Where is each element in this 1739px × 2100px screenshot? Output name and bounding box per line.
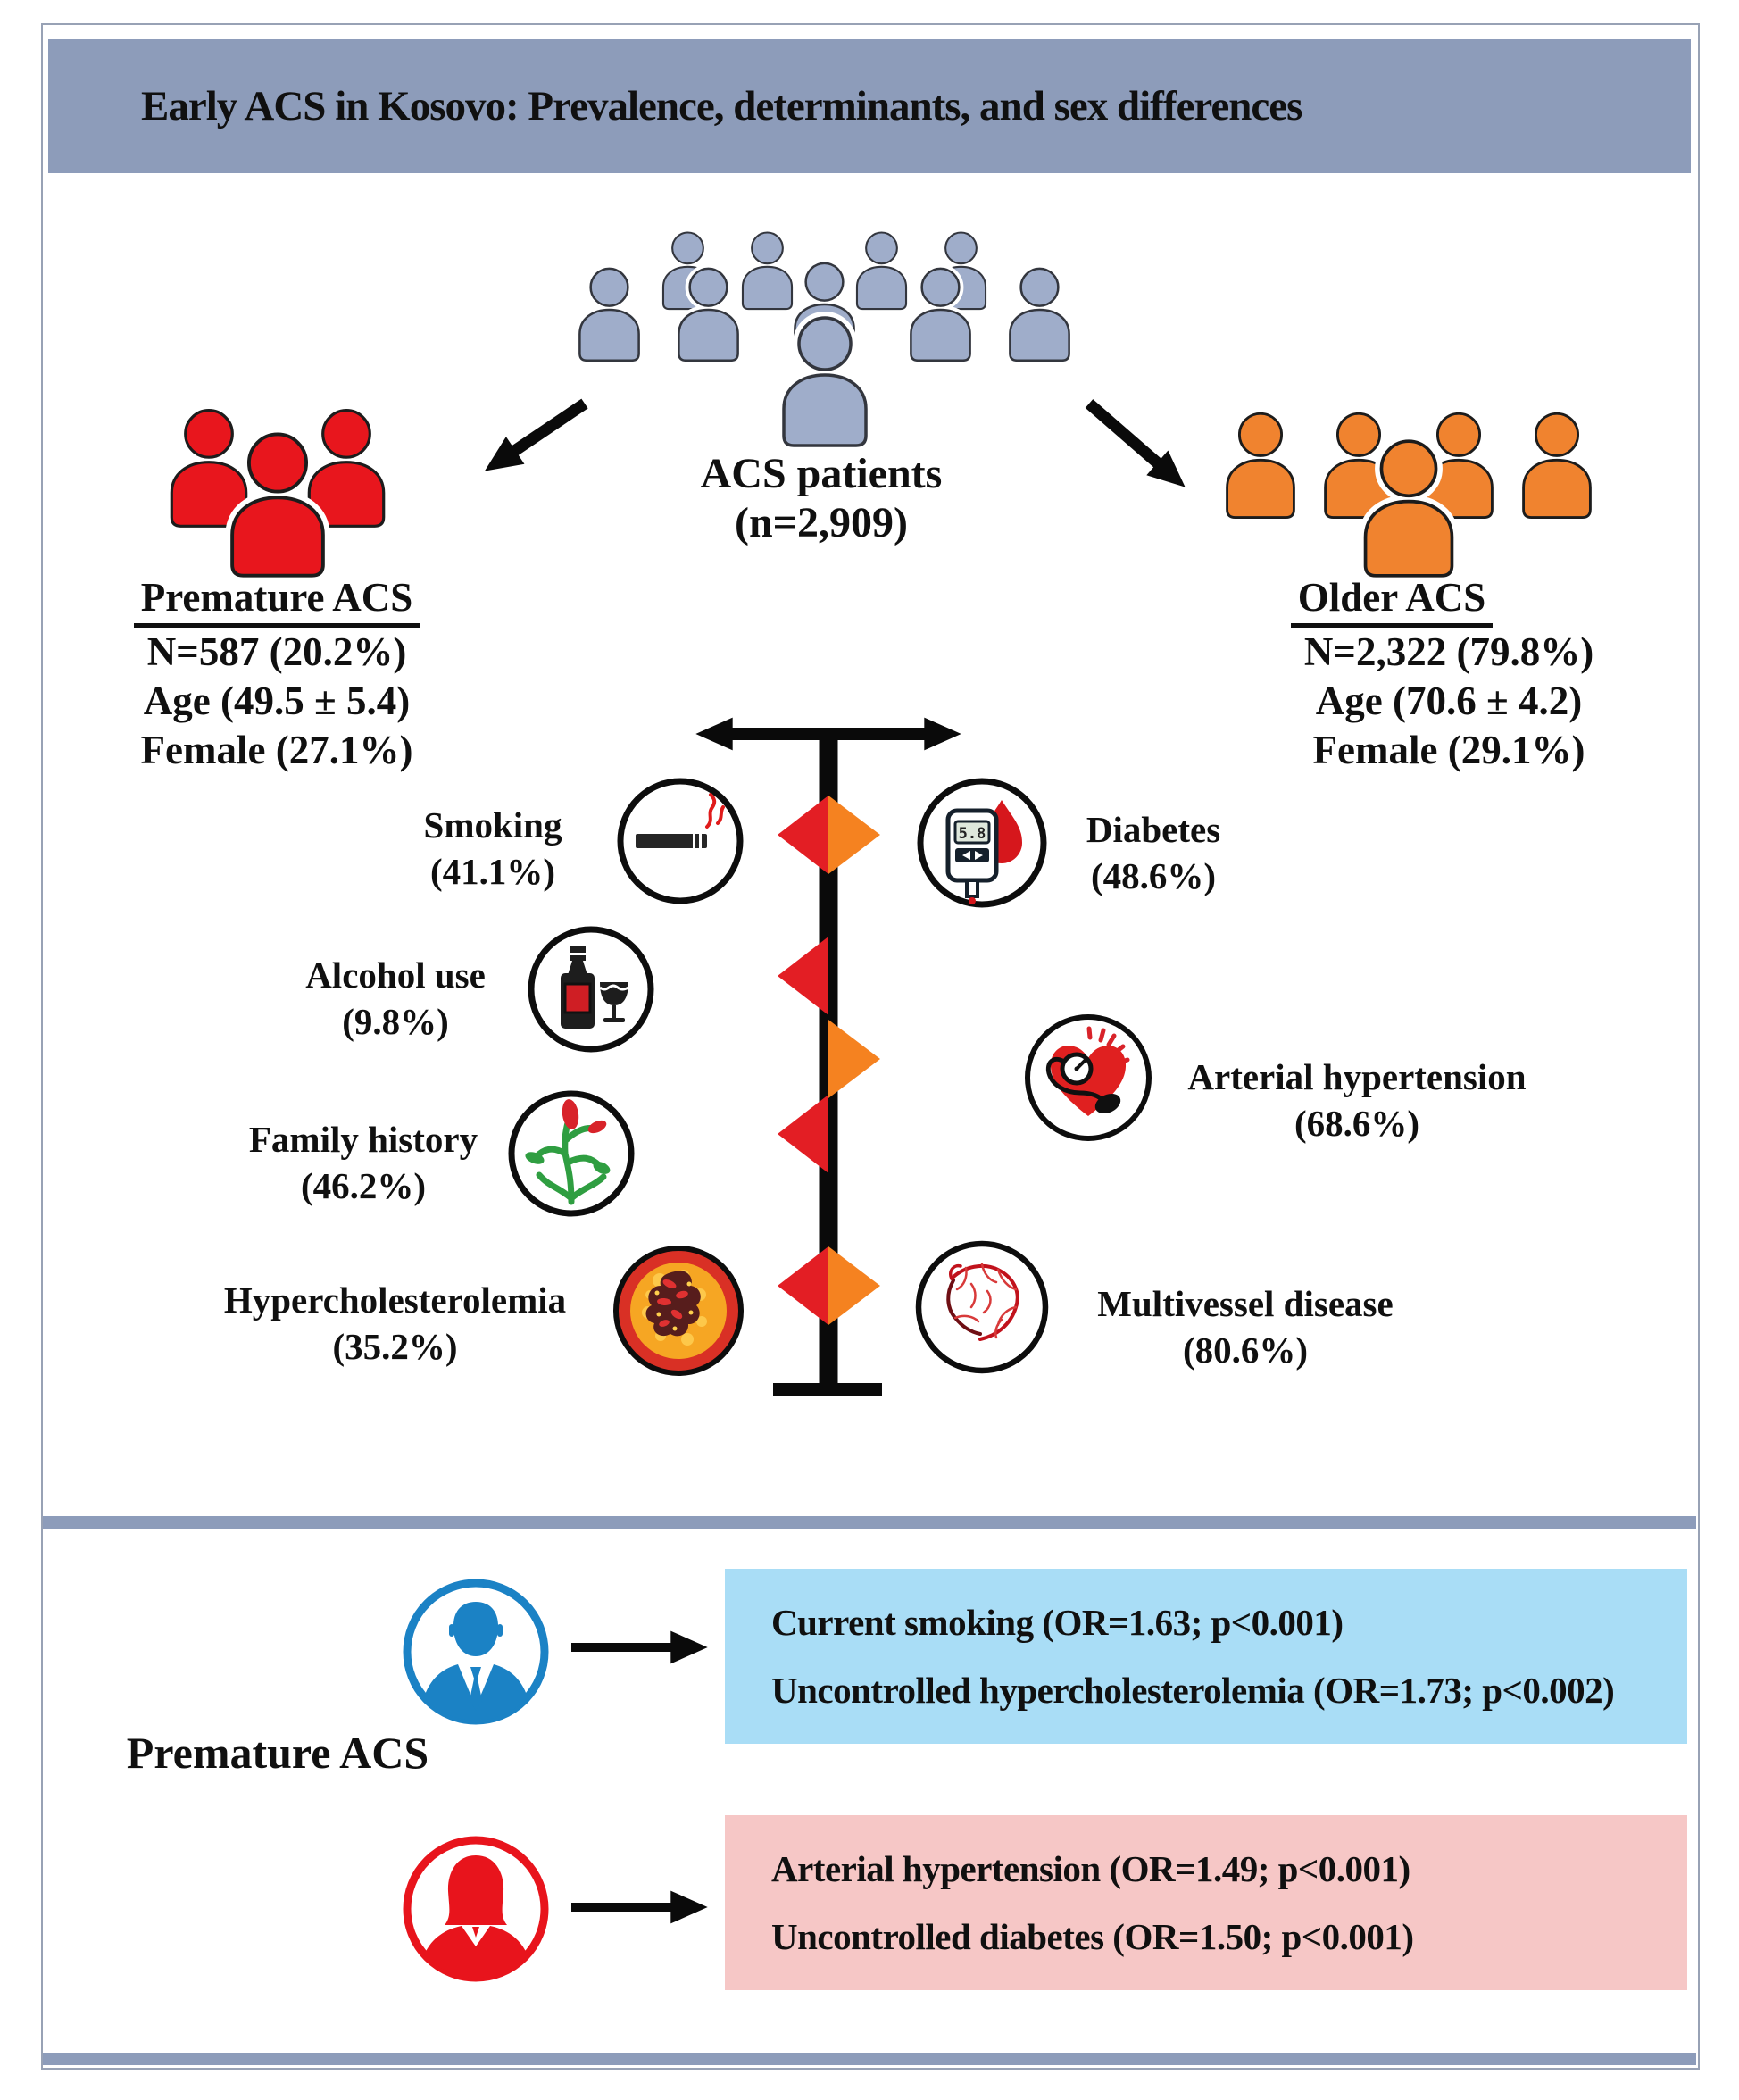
title-bar: Early ACS in Kosovo: Prevalence, determi… [48,39,1691,173]
male-avatar-icon [403,1579,549,1725]
older-age: Age (70.6 ± 4.2) [1315,679,1583,723]
acs-patients-count: (n=2,909) [734,499,908,546]
alcohol-bottle-glass-icon [528,926,654,1053]
female-determinant-line: Uncontrolled diabetes (OR=1.50; p<0.001) [771,1916,1414,1957]
bottom-accent-bar [43,2053,1696,2065]
premature-acs-stats: Premature ACS N=587 (20.2%) Age (49.5 ± … [89,573,464,775]
page-title: Early ACS in Kosovo: Prevalence, determi… [141,83,1302,129]
female-determinant-line: Arterial hypertension (OR=1.49; p<0.001) [771,1848,1410,1889]
male-determinant-line: Current smoking (OR=1.63; p<0.001) [771,1602,1344,1643]
older-acs-title: Older ACS [1290,573,1494,628]
multivessel-disease-label: Multivessel disease (80.6%) [1097,1283,1394,1371]
figure-frame [41,23,1700,2070]
premature-age: Age (49.5 ± 5.4) [143,679,411,723]
glucometer-reading: 5.8 [959,825,986,843]
female-avatar-icon [403,1836,549,1982]
premature-acs-title: Premature ACS [133,573,420,628]
female-determinants-box: Arterial hypertension (OR=1.49; p<0.001)… [725,1815,1687,1990]
alcohol-label: Alcohol use (9.8%) [305,954,486,1042]
section-divider [43,1516,1696,1529]
cigarette-icon [617,778,744,904]
glucometer-blood-drop-icon: 5.8 [917,778,1047,908]
family-history-label: Family history (46.2%) [248,1119,478,1206]
premature-acs-section-label: Premature ACS [126,1728,429,1778]
heart-blood-pressure-icon [1025,1014,1152,1141]
premature-n: N=587 (20.2%) [146,629,407,674]
acs-patients-label: ACS patients (n=2,909) [553,449,1089,547]
older-acs-group-icon [1207,404,1610,580]
older-n: N=2,322 (79.8%) [1303,629,1594,674]
family-tree-icon [508,1090,635,1217]
acs-patients-title: ACS patients [700,450,943,497]
older-acs-stats: Older ACS N=2,322 (79.8%) Age (70.6 ± 4.… [1257,573,1641,775]
hypercholesterolemia-label: Hypercholesterolemia (35.2%) [223,1279,567,1367]
premature-female: Female (27.1%) [140,728,413,772]
premature-acs-group-icon [136,404,420,580]
coronary-vessels-icon [915,1240,1049,1374]
older-female: Female (29.1%) [1312,728,1585,772]
acs-patients-crowd-icon [543,225,1107,454]
diabetes-label: Diabetes (48.6%) [1086,809,1221,896]
smoking-label: Smoking (41.1%) [423,804,562,892]
male-determinant-line: Uncontrolled hypercholesterolemia (OR=1.… [771,1670,1615,1711]
male-determinants-box: Current smoking (OR=1.63; p<0.001) Uncon… [725,1569,1687,1744]
artery-plaque-icon [613,1246,744,1376]
arterial-hypertension-label: Arterial hypertension (68.6%) [1187,1056,1527,1144]
